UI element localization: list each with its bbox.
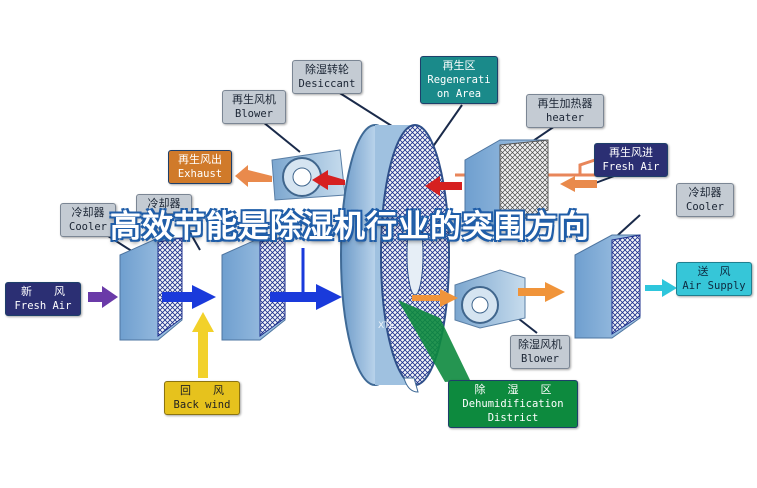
- label-dehum-blower: 除湿风机 Blower: [510, 335, 570, 369]
- label-regen-area-en2: on Area: [436, 88, 482, 100]
- label-regen-exhaust: 再生风出 Exhaust: [168, 150, 232, 184]
- label-regen-blower-en: Blower: [235, 108, 273, 120]
- label-fresh-air-in: 新 风 Fresh Air: [5, 282, 81, 316]
- label-fresh-air-in-en: Fresh Air: [14, 300, 72, 312]
- label-back-wind-en: Back wind: [173, 399, 231, 411]
- cooler-right-unit: [574, 234, 641, 339]
- label-dehum-district-zh: 除 湿 区: [474, 383, 552, 396]
- label-air-supply-en: Air Supply: [682, 280, 746, 292]
- label-regen-area-en1: Regenerati: [427, 74, 491, 86]
- label-air-supply-zh: 送 风: [697, 265, 731, 278]
- label-dehum-district-en2: District: [487, 412, 539, 424]
- dehum-zone-wedge: [398, 300, 470, 382]
- label-desiccant-en: Desiccant: [298, 78, 356, 90]
- label-regen-fresh-air-zh: 再生风进: [609, 146, 653, 159]
- label-air-supply: 送 风 Air Supply: [676, 262, 752, 296]
- label-regen-exhaust-en: Exhaust: [177, 168, 223, 180]
- regen-blower: [271, 149, 346, 201]
- label-regen-area: 再生区 Regenerati on Area: [420, 56, 498, 104]
- label-desiccant-zh: 除湿转轮: [305, 63, 349, 76]
- label-dehum-blower-zh: 除湿风机: [518, 338, 562, 351]
- label-dehum-district-en1: Dehumidification: [462, 398, 564, 410]
- wheel-mark: XTL: [378, 321, 395, 331]
- label-back-wind-zh: 回 风: [180, 384, 224, 397]
- label-back-wind: 回 风 Back wind: [164, 381, 240, 415]
- cooler-mid-unit: [221, 237, 286, 341]
- label-fresh-air-in-zh: 新 风: [21, 285, 65, 298]
- label-cooler-left-zh: 冷却器: [71, 206, 105, 219]
- label-dehum-district: 除 湿 区 Dehumidification District: [448, 380, 578, 428]
- label-regen-heater: 再生加热器 heater: [526, 94, 604, 128]
- air-flow-arrows: [88, 165, 677, 378]
- label-regen-blower: 再生风机 Blower: [222, 90, 286, 124]
- label-regen-heater-en: heater: [546, 112, 584, 124]
- label-dehum-blower-en: Blower: [521, 353, 559, 365]
- label-cooler-left: 冷却器 Cooler: [60, 203, 116, 237]
- label-regen-blower-zh: 再生风机: [232, 93, 276, 106]
- label-cooler-right: 冷却器 Cooler: [676, 183, 734, 217]
- label-regen-exhaust-zh: 再生风出: [178, 153, 222, 166]
- label-cooler-mid: 冷却器: [136, 194, 192, 214]
- cooler-left-unit: [119, 237, 183, 341]
- label-regen-heater-zh: 再生加热器: [537, 97, 593, 110]
- headline-overlay: 高效节能是除湿机行业的突围方向: [110, 209, 590, 245]
- label-cooler-right-en: Cooler: [686, 201, 724, 213]
- label-regen-fresh-air-en: Fresh Air: [602, 161, 660, 173]
- label-cooler-mid-zh: 冷却器: [147, 197, 181, 210]
- label-cooler-right-zh: 冷却器: [688, 186, 722, 199]
- dehum-blower: [454, 269, 526, 329]
- label-regen-fresh-air: 再生风进 Fresh Air: [594, 143, 668, 177]
- leader-lines: [104, 89, 641, 334]
- label-desiccant: 除湿转轮 Desiccant: [292, 60, 362, 94]
- label-regen-area-zh: 再生区: [442, 59, 476, 72]
- regen-heater: [464, 139, 549, 229]
- label-cooler-left-en: Cooler: [69, 221, 107, 233]
